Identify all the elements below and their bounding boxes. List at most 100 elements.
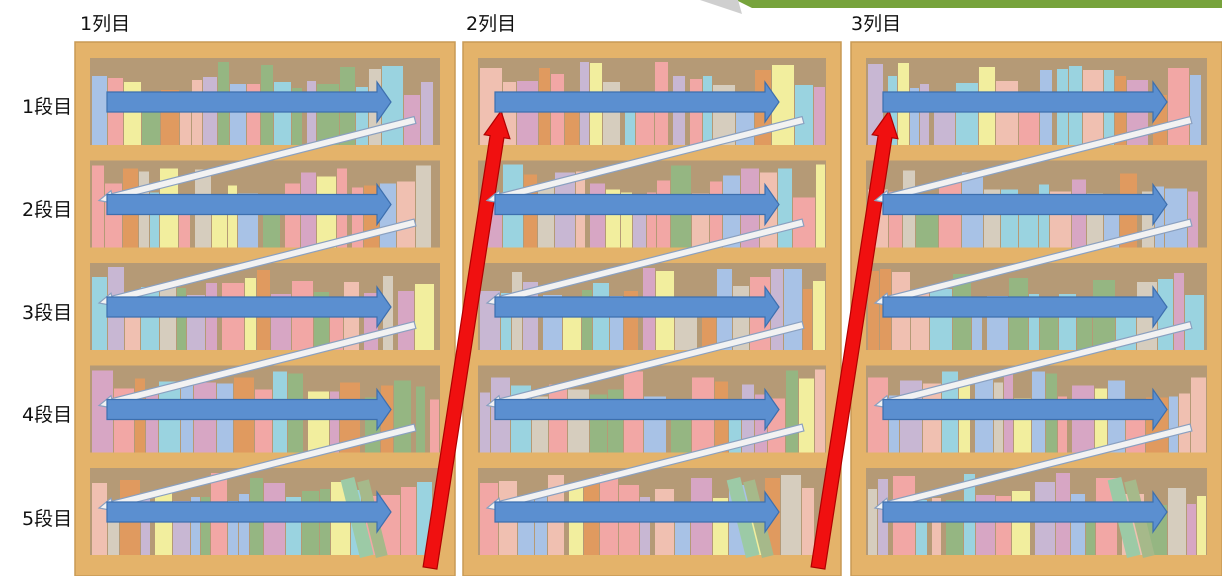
row-label-1: 1段目 <box>22 96 73 118</box>
book <box>201 497 210 555</box>
book <box>191 497 200 555</box>
book <box>932 498 941 555</box>
book <box>383 276 393 350</box>
reading-direction-arrow <box>106 182 392 227</box>
book <box>517 81 538 145</box>
book <box>1029 294 1039 350</box>
book <box>108 505 119 555</box>
book <box>1179 393 1190 453</box>
book <box>910 88 919 145</box>
column-label-3: 3列目 <box>851 13 902 35</box>
book <box>1012 491 1030 555</box>
book <box>647 192 656 248</box>
book <box>1058 396 1067 453</box>
book <box>228 185 237 248</box>
book <box>416 165 431 248</box>
book <box>868 271 879 350</box>
book <box>307 81 316 145</box>
book <box>1190 75 1201 145</box>
book <box>239 494 249 555</box>
book <box>285 183 300 248</box>
book <box>972 297 982 350</box>
reading-direction-arrow <box>494 182 780 227</box>
book <box>397 181 415 248</box>
book <box>430 399 439 453</box>
book <box>803 289 812 350</box>
next-column-jump-arrow <box>810 109 899 570</box>
book <box>799 378 814 453</box>
book <box>786 370 798 453</box>
reading-direction-arrow <box>882 80 1168 124</box>
book <box>415 284 434 350</box>
reading-direction-arrow <box>882 490 1168 534</box>
book <box>778 168 792 248</box>
book <box>816 164 825 248</box>
header-accent-bar <box>736 0 1222 8</box>
book <box>92 370 113 453</box>
book <box>868 377 888 453</box>
book <box>889 395 899 453</box>
book <box>1039 184 1049 248</box>
book <box>394 380 411 453</box>
book <box>868 489 877 555</box>
book <box>582 290 592 350</box>
book <box>1188 191 1198 248</box>
book <box>813 281 825 350</box>
book <box>401 487 416 555</box>
book <box>416 386 425 453</box>
book <box>141 495 150 555</box>
book <box>1197 496 1206 555</box>
book <box>814 87 825 145</box>
row-label-2: 2段目 <box>22 199 73 221</box>
book <box>228 501 238 555</box>
book <box>1086 504 1095 555</box>
book <box>1174 273 1184 350</box>
book <box>1168 488 1186 555</box>
row-label-4: 4段目 <box>22 404 73 426</box>
book <box>781 475 801 555</box>
book <box>996 81 1018 145</box>
book <box>92 483 107 555</box>
reading-direction-arrow <box>494 490 780 534</box>
reading-direction-arrow <box>882 285 1168 329</box>
book <box>920 84 929 145</box>
column-label-1: 1列目 <box>80 13 131 35</box>
book <box>177 288 186 350</box>
reading-direction-arrow <box>106 387 392 432</box>
book <box>1095 388 1107 453</box>
book <box>640 497 650 555</box>
book <box>916 500 927 555</box>
book <box>480 392 490 453</box>
reading-direction-arrow <box>494 285 780 329</box>
book <box>1185 295 1204 350</box>
book <box>421 82 433 145</box>
reading-direction-arrow <box>882 387 1168 432</box>
book <box>92 165 104 248</box>
book <box>92 76 107 145</box>
book <box>1165 188 1187 248</box>
book <box>292 88 302 145</box>
reading-direction-arrow <box>106 490 392 534</box>
book <box>501 293 511 350</box>
book <box>398 291 414 350</box>
next-column-jump-arrow <box>422 109 511 570</box>
book <box>1191 377 1206 453</box>
reading-direction-arrow <box>882 182 1168 227</box>
book <box>815 369 825 453</box>
book <box>793 197 815 248</box>
reading-direction-arrow <box>494 387 780 432</box>
reading-direction-arrow <box>106 80 392 124</box>
book <box>795 85 813 145</box>
book <box>92 277 107 350</box>
book <box>802 488 814 555</box>
book <box>352 187 363 248</box>
book <box>179 196 190 248</box>
book <box>302 491 319 555</box>
book <box>590 183 605 248</box>
book <box>1187 504 1196 555</box>
book <box>1168 68 1189 145</box>
reading-direction-arrow <box>494 80 780 124</box>
book <box>180 94 191 145</box>
book <box>1155 186 1164 248</box>
